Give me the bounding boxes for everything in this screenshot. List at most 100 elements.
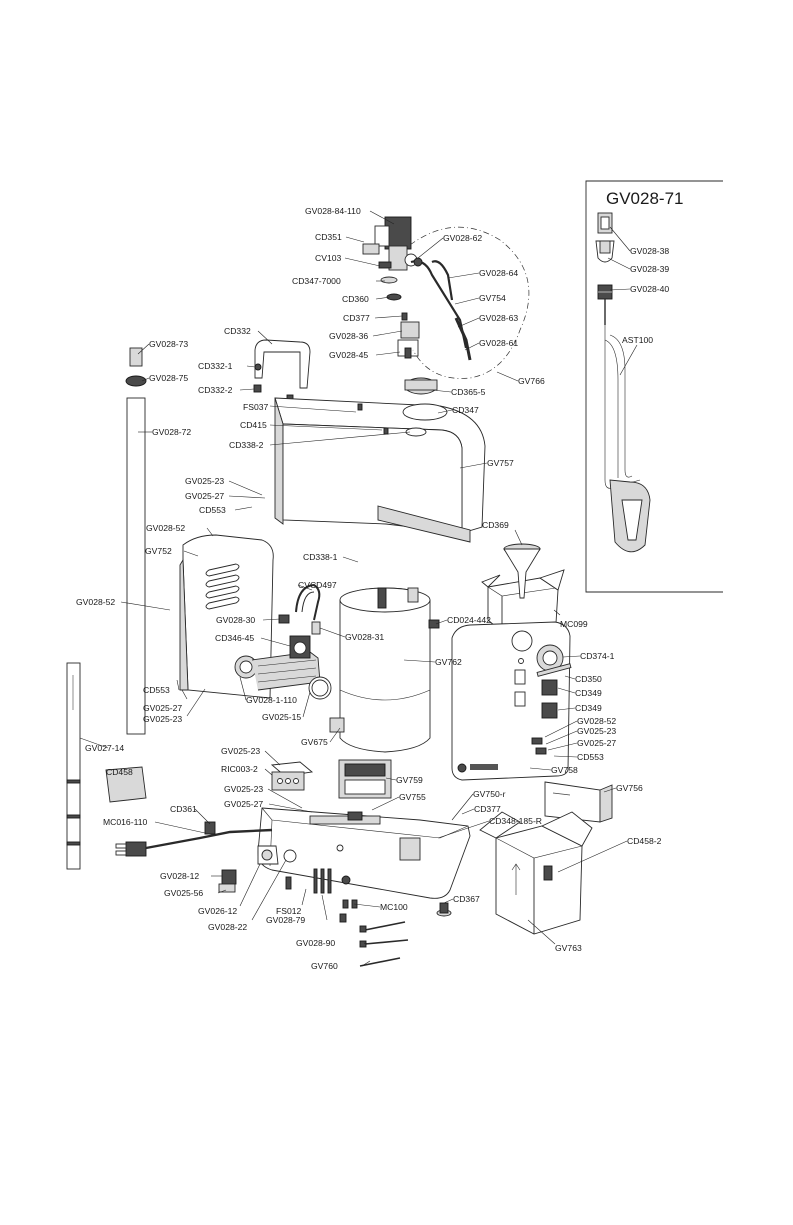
callout-label: GV025-23 <box>221 746 260 756</box>
callout-label: GV750-r <box>473 789 506 799</box>
callout-label: CD458 <box>106 767 133 777</box>
callout-label: CD338-2 <box>229 440 264 450</box>
callout-label: GV025-27 <box>185 491 224 501</box>
kit-leaders <box>607 226 638 376</box>
gasket-inner-icon <box>311 679 329 697</box>
callout-label: MC100 <box>380 902 408 912</box>
callout-label: GV028-72 <box>152 427 191 437</box>
probe-rod <box>66 662 81 870</box>
callout-label: GV758 <box>551 765 578 775</box>
callout-label: GV025-23 <box>224 784 263 794</box>
solenoid-valve <box>362 216 418 271</box>
callout-label: GV028-73 <box>149 339 188 349</box>
base-tray <box>257 807 471 899</box>
callout-label: GV028-84-110 <box>305 206 361 216</box>
callout-label: GV028-64 <box>479 268 518 278</box>
callout-label: CD377 <box>343 313 370 323</box>
pressure-switch <box>289 635 311 659</box>
washer-icon <box>254 363 262 371</box>
callout-label: CD349 <box>575 703 602 713</box>
callout-label: GV025-23 <box>185 476 224 486</box>
kit-panel-border <box>585 180 723 593</box>
wire-set <box>359 921 409 967</box>
kit-title: GV028-71 <box>606 189 684 208</box>
callout-label: CV103 <box>315 253 341 263</box>
callout-label: CD367 <box>453 894 480 904</box>
callout-label: GV025-27 <box>143 703 182 713</box>
callout-label: CD377 <box>474 804 501 814</box>
kit-label: GV028-39 <box>630 264 669 274</box>
callout-label: MC099 <box>560 619 588 629</box>
parts-illustrations <box>66 216 613 967</box>
callout-label: GV028-36 <box>329 331 368 341</box>
callout-label: CD369 <box>482 520 509 530</box>
callout-label: FS012 <box>276 906 302 916</box>
leader-lines <box>79 210 628 967</box>
right-panel-components <box>531 644 572 755</box>
fitting-icon <box>311 621 321 635</box>
callout-label: GV762 <box>435 657 462 667</box>
callout-label: CD347-7000 <box>292 276 341 286</box>
screw-icon <box>253 384 262 393</box>
kit-nut-icon <box>597 284 613 300</box>
callout-label: GV752 <box>145 546 172 556</box>
steam-hose <box>410 257 472 361</box>
handle <box>254 339 311 389</box>
callout-label: CD553 <box>577 752 604 762</box>
kit-probe-wire-icon <box>604 299 651 553</box>
callout-label: CD349 <box>575 688 602 698</box>
callout-label: GV025-27 <box>224 799 263 809</box>
kit-fitting-icon <box>597 212 613 234</box>
callout-label: GV759 <box>396 775 423 785</box>
valve-small-parts <box>378 261 420 359</box>
callout-label: GV025-23 <box>577 726 616 736</box>
top-cover <box>274 377 486 543</box>
callout-label: GV028-22 <box>208 922 247 932</box>
callout-label: GV028-12 <box>160 871 199 881</box>
callout-label: RIC003-2 <box>221 764 258 774</box>
manual <box>544 781 613 823</box>
water-pipe <box>125 347 147 735</box>
callout-label: GV754 <box>479 293 506 303</box>
callout-label: CD024-442 <box>447 615 491 625</box>
contactor <box>338 759 392 799</box>
callout-label: GV028-79 <box>266 915 305 925</box>
callout-label: GV028-52 <box>577 716 616 726</box>
callout-label: MC016-110 <box>103 817 147 827</box>
callout-label: GV028-75 <box>149 373 188 383</box>
callout-label: CD458-2 <box>627 836 662 846</box>
callout-label: CD360 <box>342 294 369 304</box>
shipping-box <box>479 811 593 935</box>
callout-label: CD351 <box>315 232 342 242</box>
callout-labels: GV028-84-110 CD351 GV028-62 CV103 GV028-… <box>76 206 662 971</box>
callout-label: GV025-15 <box>262 712 301 722</box>
callout-label: GV027-14 <box>85 743 124 753</box>
fitting-icon <box>428 619 440 629</box>
callout-label: GV028-52 <box>76 597 115 607</box>
hose-callout-circle <box>409 226 530 379</box>
callout-label: GV028-45 <box>329 350 368 360</box>
callout-label: GV766 <box>518 376 545 386</box>
callout-label: GV675 <box>301 737 328 747</box>
kit-label: GV028-40 <box>630 284 669 294</box>
callout-label: GV763 <box>555 943 582 953</box>
tube-cvcd497 <box>295 583 321 621</box>
callout-label: GV755 <box>399 792 426 802</box>
drain-valve <box>218 845 358 923</box>
terminal-block <box>270 761 314 791</box>
callout-label: GV028-62 <box>443 233 482 243</box>
callout-label: CD348-185-R <box>489 816 542 826</box>
callout-label: GV760 <box>311 961 338 971</box>
callout-label: GV025-56 <box>164 888 203 898</box>
box-with-funnel <box>481 543 565 633</box>
callout-label: CD332-1 <box>198 361 233 371</box>
callout-label: GV028-52 <box>146 523 185 533</box>
label-card <box>105 766 147 803</box>
callout-label: CD553 <box>199 505 226 515</box>
callout-label: CVCD497 <box>298 580 337 590</box>
foot <box>436 902 452 917</box>
callout-label: GV028-30 <box>216 615 255 625</box>
callout-label: CD332-2 <box>198 385 233 395</box>
kit-sensor-holder-icon <box>595 240 615 263</box>
